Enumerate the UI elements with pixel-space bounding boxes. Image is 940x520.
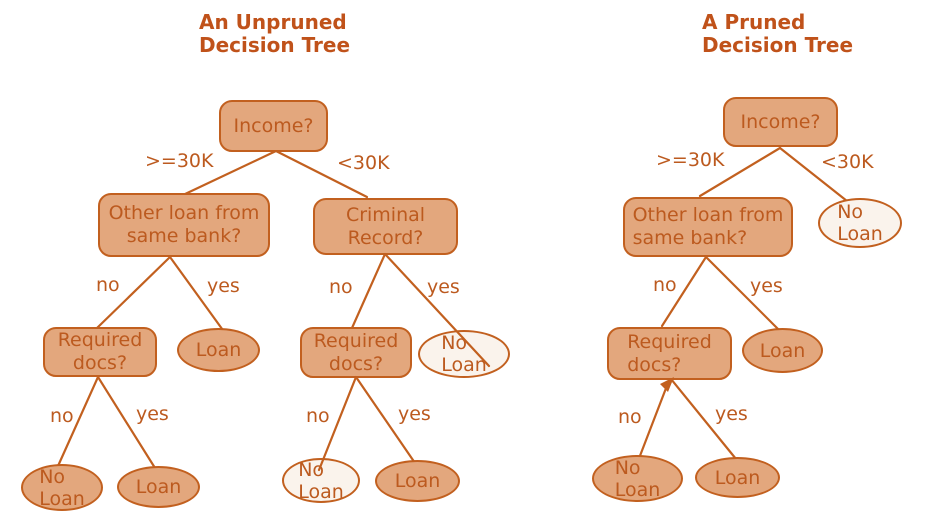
edge-label-no: no (306, 405, 330, 427)
edge-label-no: no (329, 276, 353, 298)
edge-label-no: no (618, 406, 642, 428)
node-income: Income? (723, 97, 838, 147)
edge-label-yes: yes (136, 403, 169, 425)
edge-label-yes: yes (427, 276, 460, 298)
edge-label-lt30k: <30K (821, 151, 874, 173)
pruned-tree-title: A Pruned Decision Tree (702, 11, 853, 57)
edge-label-no: no (50, 405, 74, 427)
edge-label-yes: yes (398, 403, 431, 425)
edge-label-ge30k: >=30K (656, 149, 725, 171)
leaf-loan: Loan (695, 457, 780, 498)
leaf-loan: Loan (375, 460, 460, 502)
edge-label-no: no (96, 274, 120, 296)
title-line: Decision Tree (702, 33, 854, 57)
leaf-loan: Loan (742, 328, 823, 373)
edge-label-yes: yes (715, 403, 748, 425)
edge-label-lt30k: <30K (337, 152, 390, 174)
title-line: An Unpruned (199, 10, 347, 34)
title-line: A Pruned (702, 10, 806, 34)
leaf-loan: Loan (117, 466, 200, 508)
leaf-loan: Loan (177, 328, 260, 372)
edge-label-ge30k: >=30K (145, 150, 214, 172)
edge-label-yes: yes (750, 275, 783, 297)
edge-label-yes: yes (207, 275, 240, 297)
edge-line (636, 381, 670, 463)
node-income: Income? (219, 100, 328, 152)
unpruned-tree-title: An Unpruned Decision Tree (199, 11, 350, 57)
edge-line (350, 252, 387, 330)
title-line: Decision Tree (199, 33, 351, 57)
edge-label-no: no (653, 274, 677, 296)
